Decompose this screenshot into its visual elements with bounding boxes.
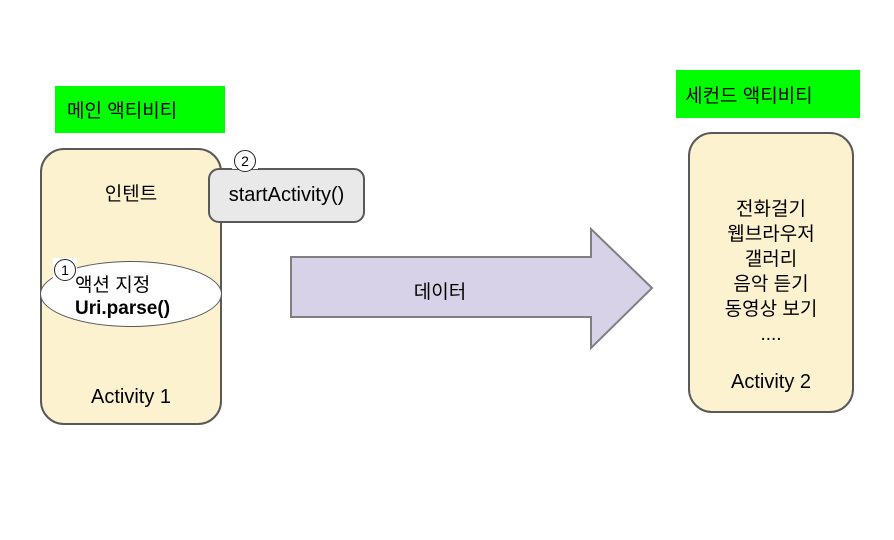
start-activity-label: startActivity() (228, 184, 345, 206)
intent-title: 인텐트 (104, 184, 158, 205)
step2-number-icon: 2 (234, 150, 256, 172)
second-activity-label: 세컨드 액티비티 (676, 70, 860, 118)
action-line2: Uri.parse() (75, 298, 171, 319)
step1-number: 1 (61, 262, 69, 278)
activity1-name: Activity 1 (90, 386, 172, 408)
list-item: 동영상 보기 (724, 299, 818, 320)
step2-number: 2 (241, 153, 249, 169)
action-line1: 액션 지정 (75, 275, 151, 296)
action-ellipse-text: 액션 지정 Uri.parse() (75, 274, 170, 320)
data-arrow-icon (290, 227, 654, 351)
activity2-name: Activity 2 (730, 371, 812, 393)
list-item: .... (760, 324, 782, 345)
activity2-items: 전화걸기 웹브라우저 갤러리 음악 듣기 동영상 보기 .... (688, 197, 854, 347)
data-arrow-label: 데이터 (413, 282, 467, 303)
start-activity-box: startActivity() (208, 168, 365, 223)
main-activity-label-text: 메인 액티비티 (67, 101, 178, 122)
list-item: 갤러리 (744, 249, 798, 270)
main-activity-label: 메인 액티비티 (55, 86, 225, 133)
second-activity-label-text: 세컨드 액티비티 (685, 85, 813, 107)
activity2-box (688, 132, 854, 413)
step1-number-icon: 1 (54, 259, 76, 281)
list-item: 음악 듣기 (733, 274, 809, 295)
list-item: 웹브라우저 (727, 224, 815, 245)
list-item: 전화걸기 (736, 199, 806, 220)
